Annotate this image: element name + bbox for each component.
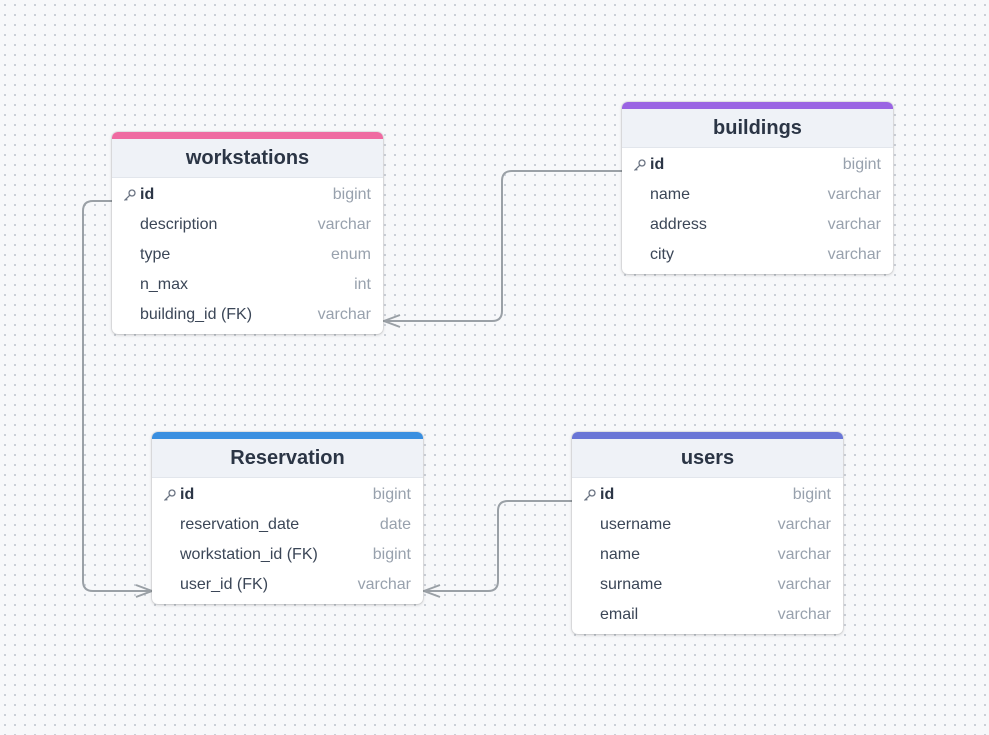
key-icon [583,487,600,503]
table-buildings[interactable]: buildings id bigint name varchar [622,102,893,274]
column-row[interactable]: id bigint [572,480,843,510]
key-placeholder [123,307,140,323]
column-type: varchar [777,576,831,593]
table-title: users [680,446,735,469]
column-list: id bigint name varchar address varchar [622,148,893,274]
column-name: reservation_date [180,516,300,533]
column-type: bigint [842,156,881,173]
key-placeholder [583,547,600,563]
column-row[interactable]: id bigint [622,150,893,180]
table-header[interactable]: workstations [112,132,383,178]
table-reservation[interactable]: Reservation id bigint reservation_date d… [152,432,423,604]
table-users[interactable]: users id bigint username varchar [572,432,843,634]
column-name: username [600,516,672,533]
column-row[interactable]: name varchar [572,540,843,570]
column-row[interactable]: n_max int [112,270,383,300]
column-row[interactable]: building_id (FK) varchar [112,300,383,330]
crowfoot-reservation-workstation-id [135,584,155,598]
key-placeholder [123,247,140,263]
column-name: building_id (FK) [140,306,253,323]
key-icon [123,187,140,203]
column-row[interactable]: id bigint [112,180,383,210]
key-placeholder [163,517,180,533]
table-title: buildings [713,116,802,139]
column-row[interactable]: address varchar [622,210,893,240]
column-row[interactable]: type enum [112,240,383,270]
column-row[interactable]: surname varchar [572,570,843,600]
column-name: user_id (FK) [180,576,269,593]
column-name: description [140,216,218,233]
column-list: id bigint description varchar type enum [112,178,383,334]
column-row[interactable]: city varchar [622,240,893,270]
column-row[interactable]: username varchar [572,510,843,540]
column-type: bigint [372,486,411,503]
key-placeholder [163,547,180,563]
connector-reservation-users[interactable] [424,500,572,592]
key-icon [163,487,180,503]
column-type: int [354,276,371,293]
table-header[interactable]: Reservation [152,432,423,478]
key-icon [633,157,650,173]
column-name: type [140,246,171,263]
table-header[interactable]: users [572,432,843,478]
column-type: varchar [827,216,881,233]
key-placeholder [583,577,600,593]
column-type: varchar [317,306,371,323]
crowfoot-reservation-user-id [421,584,441,598]
column-type: varchar [777,546,831,563]
table-title: workstations [185,146,310,169]
column-row[interactable]: user_id (FK) varchar [152,570,423,600]
key-placeholder [163,577,180,593]
column-name: id [600,486,615,503]
column-type: bigint [372,546,411,563]
column-row[interactable]: id bigint [152,480,423,510]
column-type: enum [330,246,371,263]
column-type: varchar [777,606,831,623]
column-type: bigint [792,486,831,503]
connector-workstations-buildings[interactable] [384,170,622,322]
key-placeholder [123,277,140,293]
column-type: varchar [777,516,831,533]
column-row[interactable]: email varchar [572,600,843,630]
column-type: varchar [827,246,881,263]
column-name: n_max [140,276,189,293]
column-name: surname [600,576,663,593]
column-name: city [650,246,674,263]
key-placeholder [633,187,650,203]
table-header[interactable]: buildings [622,102,893,148]
column-name: name [600,546,641,563]
key-placeholder [633,217,650,233]
column-name: workstation_id (FK) [180,546,318,563]
column-type: varchar [317,216,371,233]
key-placeholder [123,217,140,233]
key-placeholder [583,517,600,533]
column-name: name [650,186,691,203]
column-type: varchar [827,186,881,203]
column-name: address [650,216,707,233]
key-placeholder [633,247,650,263]
table-title: Reservation [230,446,345,469]
column-type: bigint [332,186,371,203]
column-type: date [379,516,411,533]
column-list: id bigint reservation_date date workstat… [152,478,423,604]
column-row[interactable]: reservation_date date [152,510,423,540]
column-row[interactable]: name varchar [622,180,893,210]
column-name: id [650,156,665,173]
column-list: id bigint username varchar name varchar [572,478,843,634]
column-row[interactable]: workstation_id (FK) bigint [152,540,423,570]
column-type: varchar [357,576,411,593]
column-name: id [140,186,155,203]
column-row[interactable]: description varchar [112,210,383,240]
crowfoot-workstations-building-id [381,314,401,328]
table-workstations[interactable]: workstations id bigint description varch… [112,132,383,334]
key-placeholder [583,607,600,623]
column-name: id [180,486,195,503]
column-name: email [600,606,639,623]
